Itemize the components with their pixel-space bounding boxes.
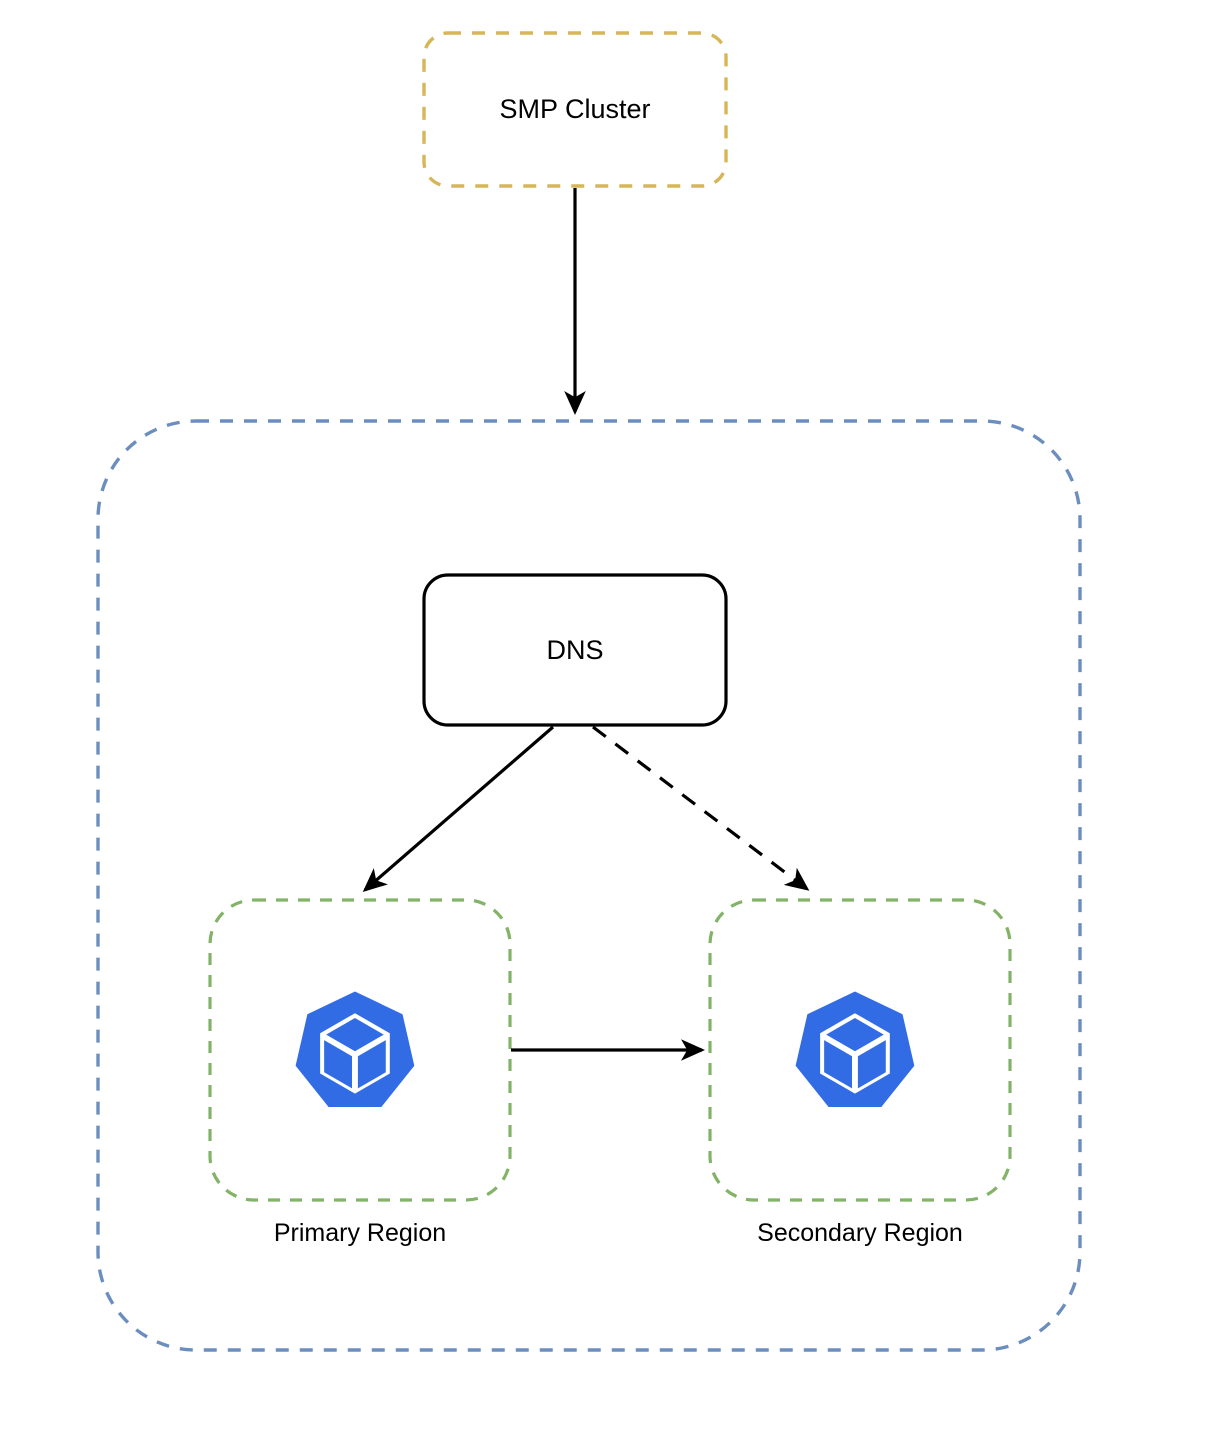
kubernetes-icon [295, 991, 415, 1107]
primary-region-box[interactable] [208, 898, 512, 1202]
primary-region-label: Primary Region [273, 1219, 447, 1247]
secondary-region-label: Secondary Region [757, 1219, 963, 1247]
dns-box[interactable] [422, 573, 728, 727]
edge-dns-to-primary-region[interactable] [362, 725, 555, 892]
edge-dns-to-secondary-region[interactable] [592, 725, 810, 891]
kubernetes-icon [795, 991, 915, 1107]
platform-boundary-box[interactable] [96, 419, 1082, 1352]
dns-label: DNS [546, 635, 604, 665]
smp-cluster-label: SMP Cluster [499, 94, 651, 124]
secondary-region-box[interactable] [708, 898, 1012, 1202]
smp-cluster-box[interactable] [422, 31, 728, 188]
